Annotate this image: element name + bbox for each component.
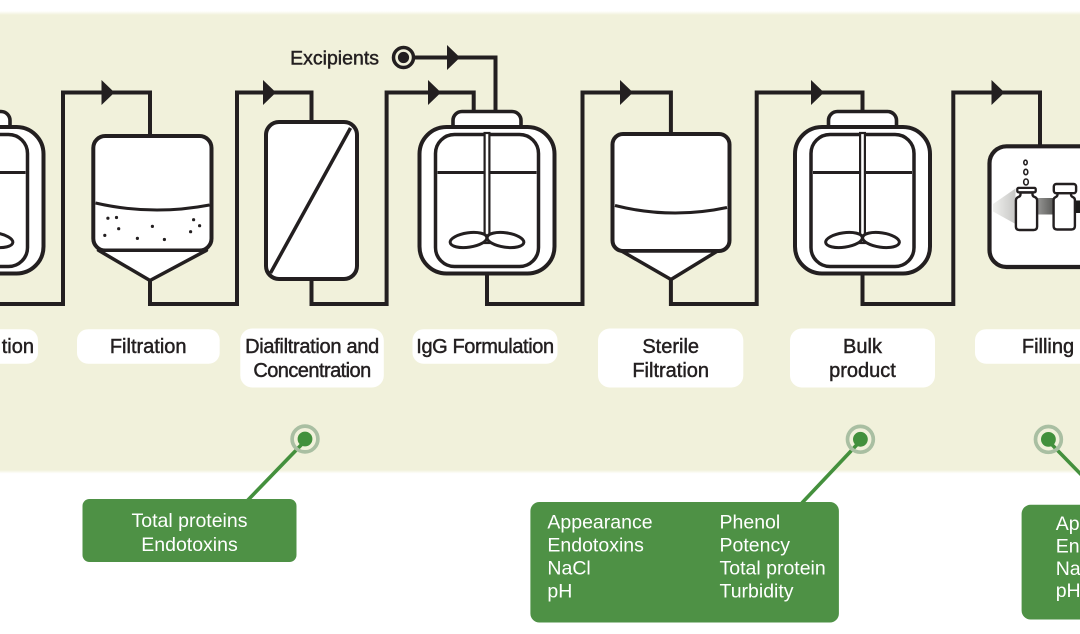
svg-text:Filling: Filling (1022, 336, 1074, 358)
svg-text:Diafiltration and: Diafiltration and (245, 336, 379, 358)
svg-text:Filtration: Filtration (110, 336, 187, 358)
svg-text:Phenol: Phenol (720, 512, 781, 534)
svg-text:Endotoxins: Endotoxins (1056, 536, 1080, 558)
svg-text:Excipients: Excipients (290, 48, 379, 70)
svg-text:product: product (829, 360, 896, 382)
svg-text:IgG Formulation: IgG Formulation (416, 336, 553, 358)
svg-text:Appearance: Appearance (547, 512, 652, 534)
svg-text:Concentration: Concentration (253, 360, 370, 382)
svg-text:pH: pH (547, 581, 572, 603)
svg-text:Appearance: Appearance (1056, 513, 1080, 535)
svg-text:pH: pH (1056, 580, 1080, 602)
svg-text:Total proteins: Total proteins (132, 510, 248, 532)
svg-text:NaCl: NaCl (547, 558, 590, 580)
svg-text:Turbidity: Turbidity (720, 581, 794, 603)
svg-text:Endotoxins: Endotoxins (547, 535, 644, 557)
svg-text:tion: tion (2, 336, 34, 358)
svg-text:Bulk: Bulk (843, 336, 883, 358)
svg-text:Endotoxins: Endotoxins (141, 534, 238, 556)
svg-text:NaCl: NaCl (1056, 558, 1080, 580)
svg-text:Filtration: Filtration (632, 360, 709, 382)
svg-text:Potency: Potency (720, 535, 791, 557)
svg-text:Total protein: Total protein (720, 558, 826, 580)
svg-text:Sterile: Sterile (642, 336, 699, 358)
